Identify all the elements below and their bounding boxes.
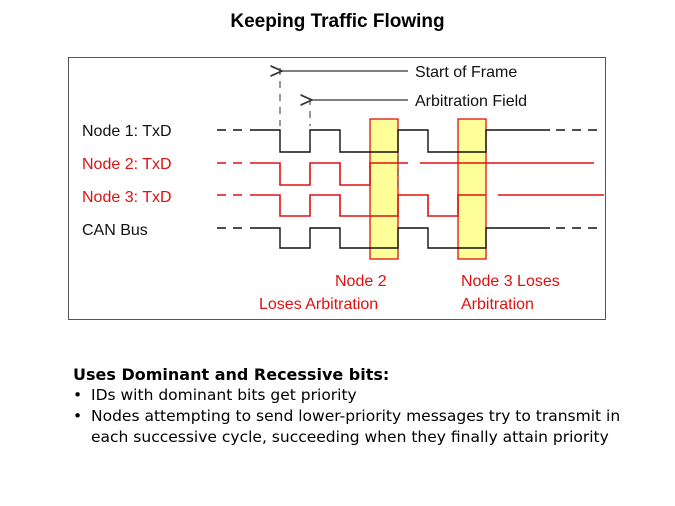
signal-label-can-bus: CAN Bus — [82, 222, 148, 239]
waveform-can-bus — [217, 227, 604, 249]
bullet-marker: • — [73, 386, 83, 404]
bullet-text: IDs with dominant bits get priority — [91, 386, 357, 404]
node3-loss-highlight — [457, 118, 487, 260]
node3-callout-line1: Node 3 Loses — [461, 273, 560, 290]
bullet-section: Uses Dominant and Recessive bits: • IDs … — [73, 364, 633, 448]
arbitration-field-label: Arbitration Field — [415, 93, 527, 110]
node2-loss-highlight — [369, 118, 399, 260]
signal-label-node3: Node 3: TxD — [82, 189, 172, 206]
bullet-marker: • — [73, 407, 83, 425]
waveform-node1 — [217, 129, 604, 153]
start-of-frame-label: Start of Frame — [415, 64, 517, 81]
bullet-text: Nodes attempting to send lower-priority … — [91, 407, 621, 446]
page-title: Keeping Traffic Flowing — [230, 11, 445, 32]
node3-callout-line2: Arbitration — [461, 296, 534, 313]
waveform-node2 — [217, 162, 594, 186]
timing-diagram-frame — [68, 57, 606, 320]
bullet-item: • IDs with dominant bits get priority — [73, 385, 633, 406]
node2-callout-line1: Node 2 — [335, 273, 387, 290]
waveform-node3 — [217, 194, 604, 217]
bullet-heading: Uses Dominant and Recessive bits: — [73, 365, 390, 384]
signal-label-node2: Node 2: TxD — [82, 156, 172, 173]
bullet-item: • Nodes attempting to send lower-priorit… — [73, 406, 633, 448]
signal-label-node1: Node 1: TxD — [82, 123, 172, 140]
bullet-list: • IDs with dominant bits get priority • … — [73, 385, 633, 448]
node2-callout-line2: Loses Arbitration — [259, 296, 378, 313]
